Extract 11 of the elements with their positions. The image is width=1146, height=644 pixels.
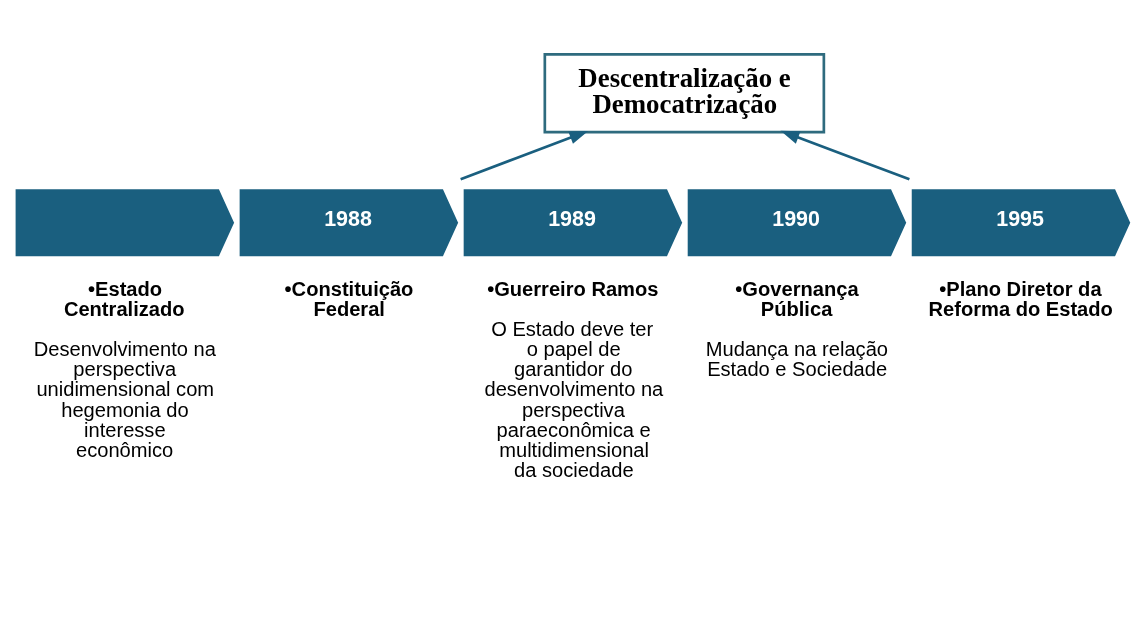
node-box: Descentralização e Democatrização — [543, 53, 826, 134]
node-label: O Estado deve ter o papel de garantidor do desenvolvimento na perspectiva paraeconômica e multidimensional da sociedade — [484, 318, 664, 481]
node-label: •Governança Pública — [735, 277, 859, 320]
node-label: •Estado Centralizado — [63, 277, 185, 320]
node-label: •Guerreiro Ramos — [487, 277, 659, 300]
arrow — [460, 130, 589, 181]
node-label: Mudança na relação Estado e Sociedade — [705, 338, 889, 381]
node-label: Desenvolvimento na perspectiva unidimensional com hegemonia do interesse econômico — [33, 338, 216, 461]
arrow — [780, 130, 910, 181]
node-label: •Plano Diretor da Reforma do Estado — [928, 277, 1113, 320]
node-label: •Constituição Federal — [284, 277, 414, 320]
